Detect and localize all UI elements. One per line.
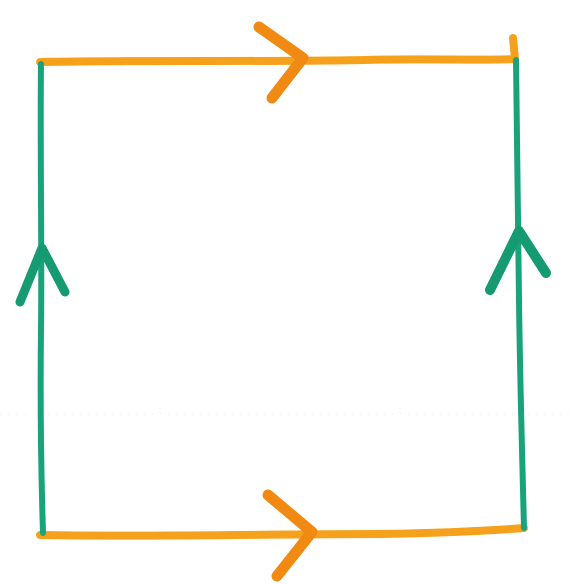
faint-grid bbox=[0, 80, 570, 535]
left-edge bbox=[37, 61, 46, 536]
top-edge bbox=[36, 34, 519, 66]
right-arrow bbox=[485, 226, 551, 295]
bottom-edge bbox=[36, 524, 528, 540]
top-arrow bbox=[253, 21, 309, 104]
left-arrow bbox=[15, 243, 70, 307]
bottom-arrow bbox=[262, 489, 318, 582]
right-edge bbox=[513, 57, 527, 531]
